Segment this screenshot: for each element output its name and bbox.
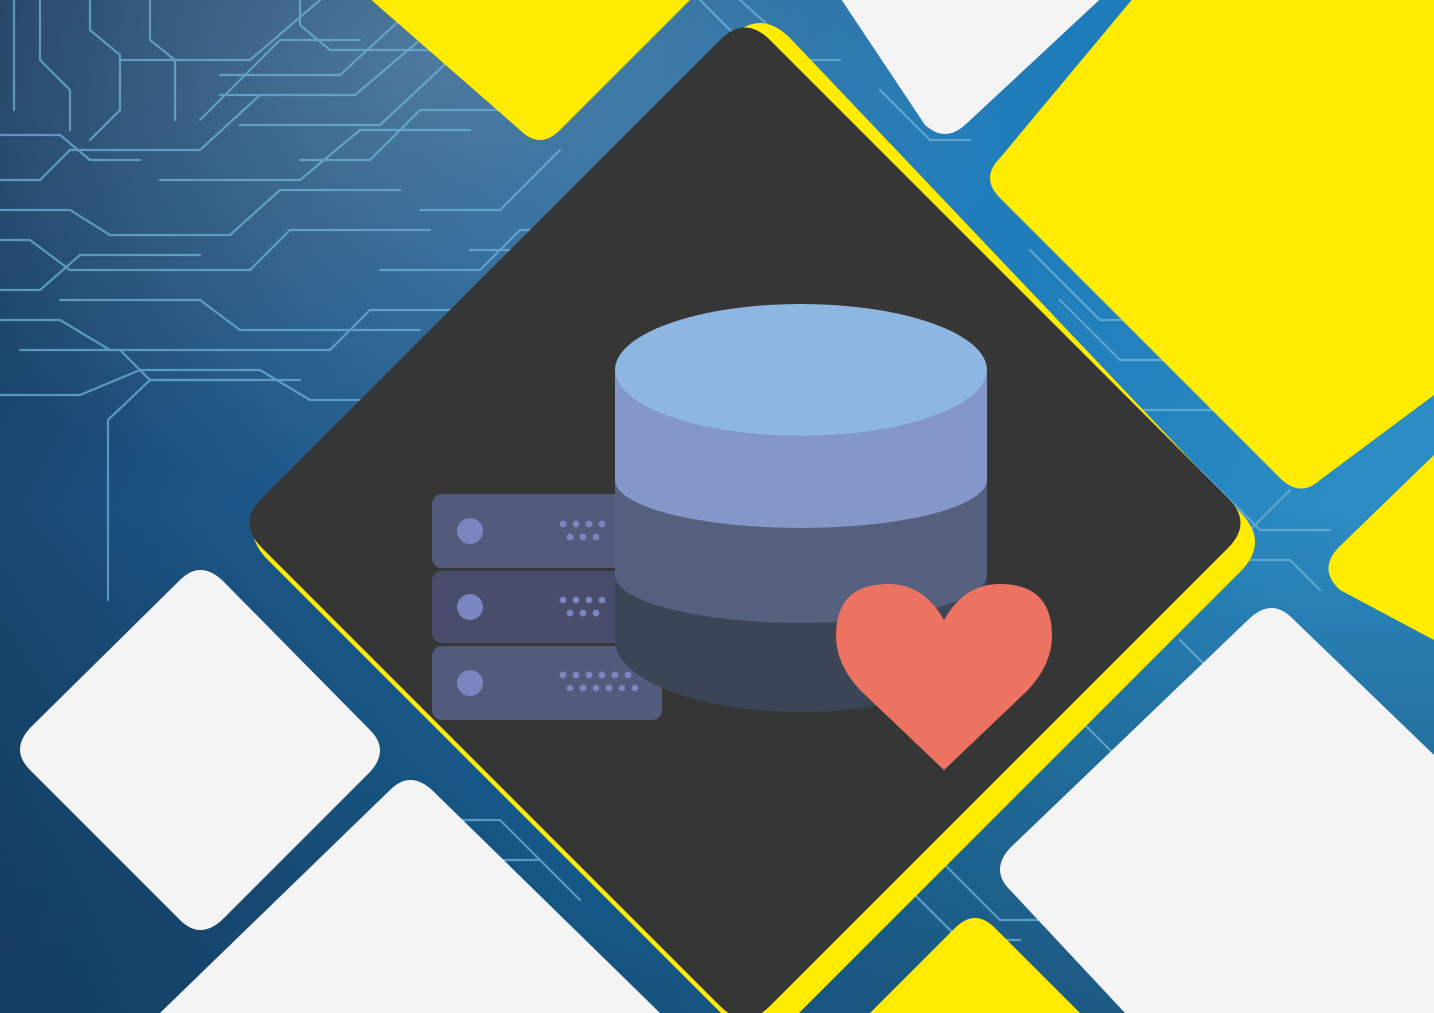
yellow-tile-right: [1328, 455, 1434, 640]
yellow-tile-bottom: [870, 918, 1080, 1013]
white-tile-left: [20, 570, 380, 930]
yellow-tile-top: [371, 0, 690, 140]
server-vent-dots: [559, 520, 639, 692]
white-tile-right: [1000, 608, 1434, 1013]
server-unit-2: [432, 571, 662, 643]
server-unit-1: [432, 494, 662, 568]
server-led-3: [457, 670, 483, 696]
server-led-2: [457, 594, 483, 620]
yellow-tile-top-right: [990, 0, 1434, 489]
database-band-middle: [615, 370, 987, 528]
database-top: [615, 304, 987, 436]
server-led-1: [457, 518, 483, 544]
white-tile-top: [841, 0, 1100, 134]
server-unit-3: [432, 646, 662, 720]
white-tiles: [20, 0, 1434, 1013]
circuit-board-pattern: [0, 0, 1332, 962]
heart-icon: [836, 584, 1052, 770]
white-tile-bottom-left: [160, 780, 660, 1013]
server-rack-icon: [432, 494, 662, 720]
yellow-tiles: [371, 0, 1434, 1013]
